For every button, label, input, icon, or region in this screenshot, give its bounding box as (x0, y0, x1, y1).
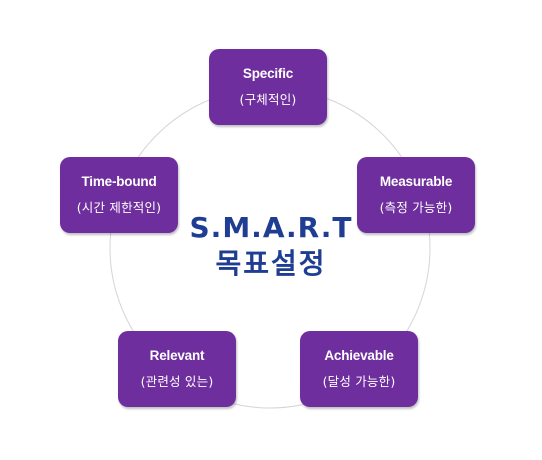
node-relevant-title: Relevant (149, 348, 205, 363)
node-timebound-subtitle: (시간 제한적인) (76, 200, 162, 215)
node-specific-title: Specific (242, 66, 294, 81)
node-timebound: Time-bound (시간 제한적인) (60, 157, 178, 233)
center-title-acronym: S.M.A.R.T (189, 211, 353, 244)
node-achievable: Achievable (달성 가능한) (300, 331, 418, 407)
center-title-korean: 목표설정 (215, 247, 327, 280)
node-measurable: Measurable (측정 가능한) (357, 157, 475, 233)
node-achievable-subtitle: (달성 가능한) (322, 374, 396, 389)
node-relevant-subtitle: (관련성 있는) (140, 374, 214, 389)
node-timebound-title: Time-bound (81, 174, 157, 189)
node-specific-subtitle: (구체적인) (239, 92, 297, 107)
node-relevant: Relevant (관련성 있는) (118, 331, 236, 407)
node-measurable-title: Measurable (379, 174, 453, 189)
node-specific: Specific (구체적인) (209, 49, 327, 125)
node-measurable-subtitle: (측정 가능한) (379, 200, 453, 215)
node-achievable-title: Achievable (324, 348, 394, 363)
